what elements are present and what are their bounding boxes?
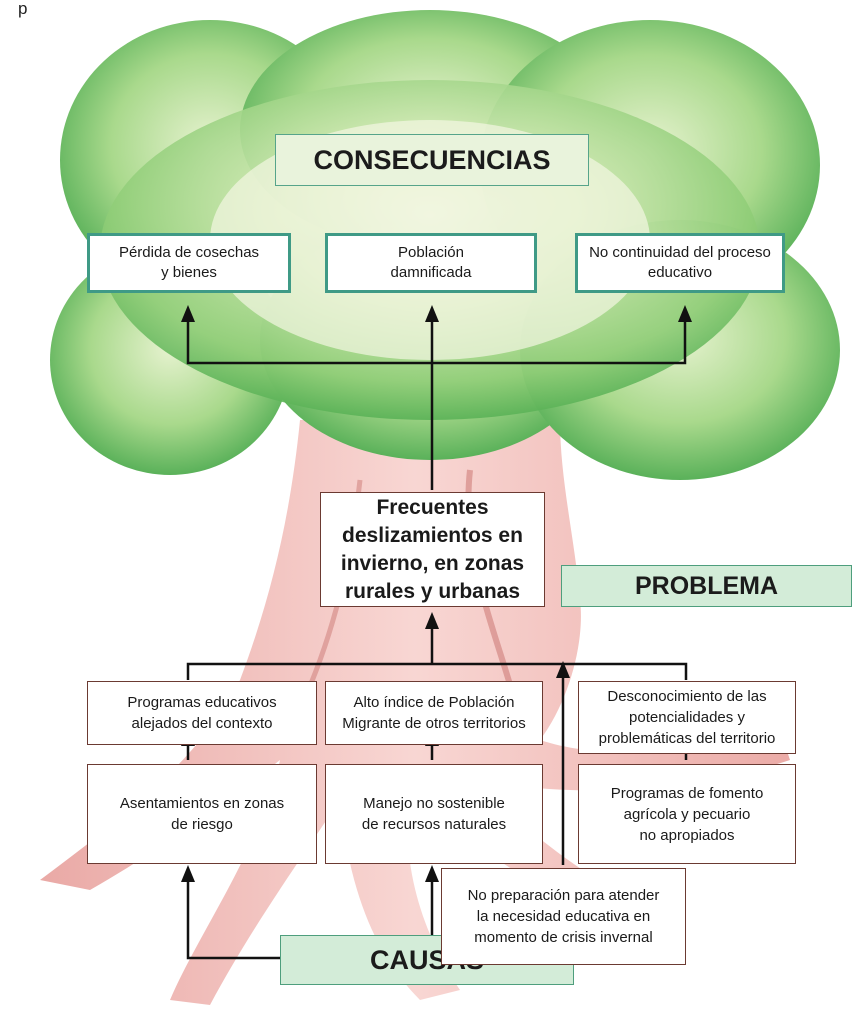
cause-text: No preparación para atender la necesidad… xyxy=(467,887,660,946)
consequence-box-crop-loss: Pérdida de cosechas y bienes xyxy=(87,233,291,293)
cause-box-educational-programs: Programas educativos alejados del contex… xyxy=(87,681,317,745)
consequence-text: Población damnificada xyxy=(390,244,472,281)
cause-box-resource-management: Manejo no sostenible de recursos natural… xyxy=(325,764,543,864)
cause-text: Alto índice de Población Migrante de otr… xyxy=(342,694,526,732)
cause-text: Desconocimiento de las potencialidades y… xyxy=(598,688,776,747)
consequence-box-affected-population: Población damnificada xyxy=(325,233,537,293)
consequences-label: CONSECUENCIAS xyxy=(275,134,589,186)
cause-box-risk-settlements: Asentamientos en zonas de riesgo xyxy=(87,764,317,864)
problem-label-text: PROBLEMA xyxy=(634,571,779,600)
problem-text: Frecuentes deslizamientos en invierno, e… xyxy=(340,495,525,603)
consequence-text: No continuidad del proceso educativo xyxy=(589,244,771,281)
problem-box: Frecuentes deslizamientos en invierno, e… xyxy=(320,492,545,607)
consequences-label-text: CONSECUENCIAS xyxy=(313,144,551,175)
problem-label: PROBLEMA xyxy=(561,565,852,607)
cause-text: Programas de fomento agrícola y pecuario… xyxy=(610,784,764,844)
cause-box-crisis-preparation: No preparación para atender la necesidad… xyxy=(441,868,686,965)
cause-box-agricultural-programs: Programas de fomento agrícola y pecuario… xyxy=(578,764,796,864)
consequence-text: Pérdida de cosechas y bienes xyxy=(118,244,260,281)
top-letter: p xyxy=(18,0,28,18)
consequence-box-education-discontinuity: No continuidad del proceso educativo xyxy=(575,233,785,293)
cause-box-migrant-population: Alto índice de Población Migrante de otr… xyxy=(325,681,543,745)
cause-text: Asentamientos en zonas de riesgo xyxy=(119,795,285,833)
cause-text: Manejo no sostenible de recursos natural… xyxy=(361,795,507,833)
cause-box-territory-unawareness: Desconocimiento de las potencialidades y… xyxy=(578,681,796,754)
cause-text: Programas educativos alejados del contex… xyxy=(127,694,277,732)
